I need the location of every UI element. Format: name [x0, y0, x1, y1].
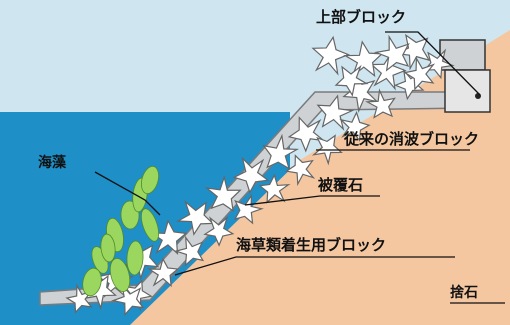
label-covering-stone: 被覆石 [318, 176, 364, 194]
block-unit [365, 88, 396, 119]
block-unit [203, 215, 235, 247]
label-top-block: 上部ブロック [316, 8, 407, 26]
block-unit [232, 156, 270, 194]
block-unit [370, 52, 407, 91]
block-unit [175, 200, 215, 236]
label-rubble: 捨石 [450, 285, 478, 301]
block-unit [339, 110, 371, 142]
block-unit [147, 257, 180, 288]
seaweed-frond [109, 258, 131, 292]
block-unit [403, 56, 436, 91]
block-unit [316, 94, 355, 131]
block-unit [373, 34, 410, 72]
block-unit [149, 219, 188, 255]
label-seaweed-block: 海草類着生用ブロック [236, 236, 387, 254]
block-unit [233, 193, 264, 225]
label-conventional-block: 従来の消波ブロック [344, 130, 480, 148]
block-unit [258, 173, 291, 204]
seaweed-cluster [82, 165, 160, 297]
block-unit [110, 283, 145, 317]
block-unit [311, 35, 350, 76]
block-unit [65, 283, 94, 314]
block-unit [423, 48, 455, 80]
seaweed-frond [140, 165, 160, 195]
seaweed-frond [126, 240, 144, 276]
block-unit [204, 175, 242, 213]
seaweed-frond [100, 233, 116, 263]
block-unit [262, 133, 300, 170]
block-unit [284, 154, 316, 187]
block-unit [343, 40, 384, 78]
seaweed-frond [140, 208, 160, 242]
leader-lines [94, 31, 505, 304]
block-unit [334, 64, 369, 97]
block-unit [173, 235, 205, 267]
block-unit [393, 33, 431, 71]
label-seaweed: 海藻 [38, 155, 66, 171]
top-block-structure [439, 39, 491, 113]
seaweed-frond [82, 267, 102, 297]
block-unit [342, 75, 379, 114]
block-unit [287, 116, 326, 153]
